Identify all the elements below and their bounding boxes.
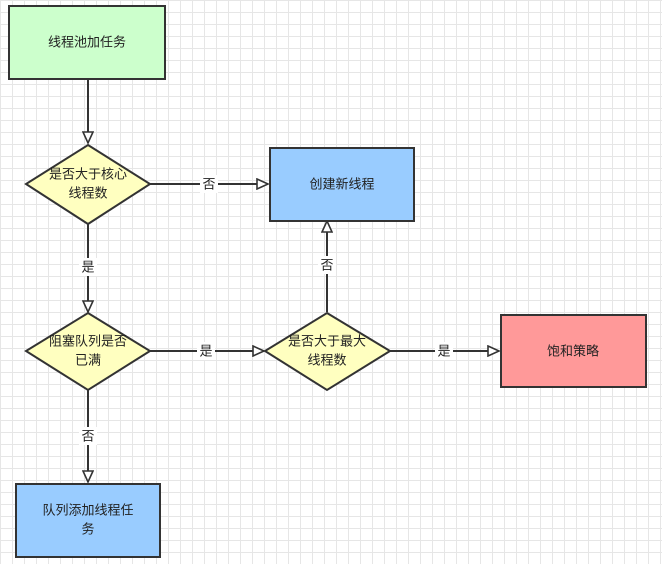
- node-saturation-label: 饱和策略: [547, 344, 599, 360]
- node-enqueue: 队列添加线程任 务: [15, 483, 161, 558]
- node-core-check-label-1: 是否大于核心: [49, 168, 127, 183]
- edge-label-queue-no: 否: [79, 427, 97, 445]
- node-saturation: 饱和策略: [500, 314, 647, 388]
- node-max-check-label-2: 线程数: [307, 354, 346, 369]
- svg-text:否: 否: [81, 430, 94, 445]
- node-queue-full: 阻塞队列是否 已满: [24, 311, 152, 392]
- edge-label-core-yes: 是: [79, 258, 97, 276]
- edge-label-max-yes: 是: [435, 342, 453, 360]
- node-create-thread: 创建新线程: [269, 147, 415, 222]
- node-create-thread-label: 创建新线程: [309, 177, 374, 193]
- edge-label-max-no: 否: [318, 256, 336, 274]
- node-core-check-label-2: 线程数: [68, 187, 107, 202]
- node-enqueue-label-1: 队列添加线程任: [42, 504, 133, 519]
- node-start: 线程池加任务: [8, 5, 166, 80]
- svg-text:是: 是: [81, 261, 94, 276]
- node-core-check: 是否大于核心 线程数: [24, 143, 152, 226]
- svg-text:是: 是: [199, 345, 212, 360]
- node-max-check-label-1: 是否大于最大: [288, 335, 366, 350]
- connectors: [88, 79, 499, 482]
- svg-text:否: 否: [202, 178, 215, 193]
- svg-text:否: 否: [320, 259, 333, 274]
- node-enqueue-label-2: 务: [81, 522, 94, 538]
- node-queue-full-label-2: 已满: [75, 354, 101, 369]
- edge-label-core-no: 否: [200, 175, 218, 193]
- edge-label-queue-yes: 是: [197, 342, 215, 360]
- node-start-label: 线程池加任务: [48, 35, 126, 51]
- node-queue-full-label-1: 阻塞队列是否: [49, 334, 127, 350]
- svg-text:是: 是: [437, 345, 450, 360]
- node-max-check: 是否大于最大 线程数: [263, 311, 392, 392]
